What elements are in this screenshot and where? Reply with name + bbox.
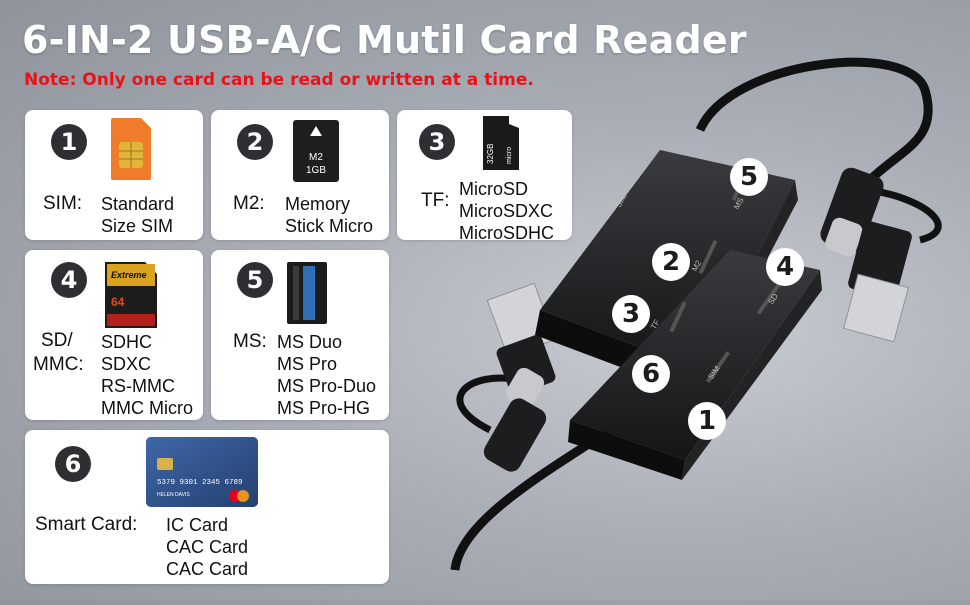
number-badge: 4 <box>51 262 87 298</box>
callout-5: 5 <box>730 158 768 196</box>
card-desc-line: Stick Micro <box>285 216 374 236</box>
card-desc-line: SDXC <box>101 354 152 374</box>
card-desc-line: MMC Micro <box>101 398 193 418</box>
card-desc-line: SDHC <box>101 332 153 352</box>
card-desc-line: Memory <box>285 194 351 214</box>
m2-card-icon: M2 1GB <box>293 120 339 182</box>
number-badge: 1 <box>51 124 87 160</box>
number-badge: 3 <box>419 124 455 160</box>
svg-text:32GB: 32GB <box>486 144 495 164</box>
card-label: M2: <box>233 193 265 214</box>
number-badge: 5 <box>237 262 273 298</box>
callout-3: 3 <box>612 295 650 333</box>
callout-6: 6 <box>632 355 670 393</box>
card-desc-line: MS Pro-Duo <box>277 376 377 396</box>
note-text: Note: Only one card can be read or writt… <box>24 70 534 90</box>
usb-a-connector-right <box>843 221 912 343</box>
callout-2: 2 <box>652 243 690 281</box>
usb-c-connector-top <box>820 167 884 257</box>
usb-c-connector-left <box>483 367 547 472</box>
svg-text:micro: micro <box>506 147 513 164</box>
callout-1: 1 <box>688 402 726 440</box>
card-label: SIM: <box>43 193 83 214</box>
card-desc-line: Size SIM <box>101 216 174 236</box>
card-desc-line: MicroSD <box>459 179 529 199</box>
card-sim: 1 SIM: Standard Size SIM <box>25 110 203 240</box>
page-title: 6-IN-2 USB-A/C Mutil Card Reader <box>22 18 747 62</box>
card-smart: 6 5379 9301 2345 6789 HELEN DAVIS Smart … <box>25 430 389 584</box>
card-label: Smart Card: <box>35 514 138 535</box>
card-label: MMC: <box>33 354 84 375</box>
card-desc-line: IC Card <box>166 515 229 535</box>
card-desc-line: MicroSDHC <box>459 223 555 243</box>
svg-text:1GB: 1GB <box>306 165 326 176</box>
card-desc-line: MS Pro-HG <box>277 398 371 418</box>
card-label: SD/ <box>41 330 73 351</box>
microsd-card-icon: 32GB micro <box>483 116 519 170</box>
number-badge: 2 <box>237 124 273 160</box>
svg-text:Extreme: Extreme <box>111 270 147 280</box>
card-desc-line: MS Pro <box>277 354 338 374</box>
svg-text:HELEN DAVIS: HELEN DAVIS <box>157 492 190 498</box>
card-reader-product-image: SIM MS M2 TF SD SIM 5 2 3 6 4 1 <box>400 50 970 600</box>
card-desc-line: RS-MMC <box>101 376 175 396</box>
svg-text:TF: TF <box>649 318 662 331</box>
card-ms: 5 MS: MS Duo MS Pro MS Pro-Duo MS Pro-HG <box>211 250 389 420</box>
card-reader-illustration: SIM MS M2 TF SD SIM <box>450 57 942 571</box>
card-label: TF: <box>421 190 450 211</box>
smart-card-icon: 5379 9301 2345 6789 HELEN DAVIS <box>146 437 258 507</box>
card-sd: 4 Extreme 64 SD/ MMC: SDHC SDXC RS-MMC M… <box>25 250 203 420</box>
sd-card-icon: Extreme 64 <box>105 262 157 328</box>
svg-text:64: 64 <box>111 295 125 309</box>
card-m2: 2 M2 1GB M2: Memory Stick Micro <box>211 110 389 240</box>
sim-card-icon <box>111 118 151 180</box>
card-label: MS: <box>233 331 267 352</box>
svg-text:5379 9301 2345 6789: 5379 9301 2345 6789 <box>157 479 243 487</box>
card-desc-line: MS Duo <box>277 332 343 352</box>
card-desc-line: CAC Card <box>166 559 249 579</box>
number-badge: 6 <box>55 446 91 482</box>
svg-text:M2: M2 <box>309 152 323 163</box>
card-tf: 3 32GB micro TF: MicroSD MicroSDXC Micro… <box>397 110 572 243</box>
card-desc-line: CAC Card <box>166 537 249 557</box>
callout-4: 4 <box>766 248 804 286</box>
ms-duo-card-icon <box>287 262 327 324</box>
card-desc-line: MicroSDXC <box>459 201 554 221</box>
card-desc-line: Standard <box>101 194 175 214</box>
